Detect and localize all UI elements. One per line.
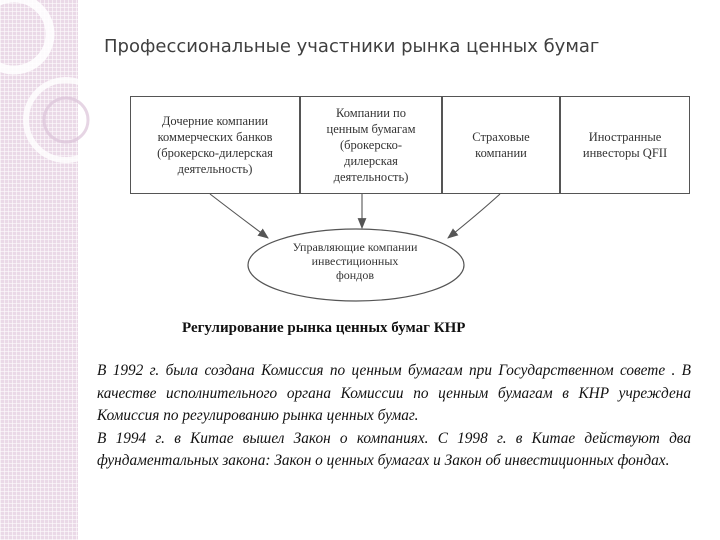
paragraph: В 1992 г. была создана Комиссия по ценны… [97, 362, 691, 424]
fund-management-ellipse [247, 228, 465, 302]
slide-title: Профессиональные участники рынка ценных … [104, 36, 600, 57]
box-label: Иностранные инвесторы QFII [582, 130, 668, 160]
insurance-companies-box: Страховые компании [442, 96, 560, 194]
paragraph: В 1994 г. в Китае вышел Закон о компания… [97, 429, 691, 470]
ellipse-label: Управляющие компании инвестиционных фонд… [292, 240, 418, 282]
foreign-investors-box: Иностранные инвесторы QFII [560, 96, 690, 194]
box-label: Страховые компании [472, 130, 530, 160]
decorative-circles [0, 0, 109, 163]
arrow-from-box-1 [209, 193, 269, 239]
securities-companies-box: Компании по ценным бумагам (брокерско- д… [300, 96, 442, 194]
section-subtitle: Регулирование рынка ценных бумаг КНР [182, 320, 466, 336]
arrow-from-box-3 [447, 193, 501, 239]
body-text: В 1992 г. была создана Комиссия по ценны… [97, 360, 691, 473]
subsidiaries-of-banks-box: Дочерние компании коммерческих банков (б… [130, 96, 300, 194]
box-label: Компании по ценным бумагам (брокерско- д… [326, 106, 416, 184]
box-label: Дочерние компании коммерческих банков (б… [157, 114, 273, 176]
